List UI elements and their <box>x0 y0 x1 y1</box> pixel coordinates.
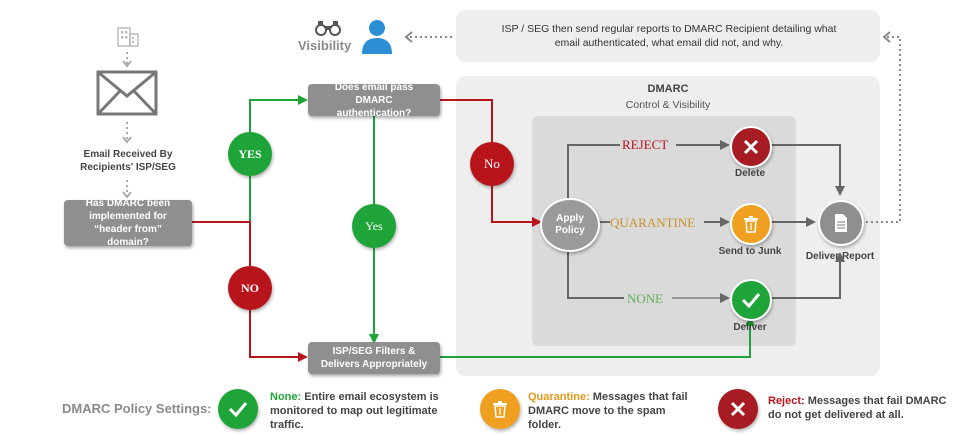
binoculars-icon <box>315 21 341 36</box>
trash-icon <box>744 216 758 233</box>
dmarc-title: DMARC <box>647 83 689 95</box>
check-icon <box>741 293 761 308</box>
yes-label: YES <box>238 146 262 161</box>
building-icon <box>117 27 139 47</box>
legend-reject: Reject: Messages that fail DMARC do not … <box>768 394 952 422</box>
envelope-icon <box>96 70 158 116</box>
reject-label: REJECT <box>622 137 669 152</box>
send-to-junk-label: Send to Junk <box>718 246 782 257</box>
deliver-report-node <box>818 200 864 246</box>
filters-box: ISP/SEG Filters & Delivers Appropriately <box>308 342 440 374</box>
no-label: NO <box>241 280 259 295</box>
person-icon <box>362 20 392 54</box>
deliver-report-label: Deliver Report <box>805 251 875 262</box>
pass-yes-label: Yes <box>365 218 383 233</box>
legend-reject-icon <box>718 389 758 429</box>
legend-quarantine-icon <box>480 389 520 429</box>
legend-reject-text: Messages that fail DMARC do not get deli… <box>768 395 947 421</box>
trash-icon <box>493 401 507 418</box>
document-icon <box>835 214 847 232</box>
yes-decision: YES <box>228 132 272 176</box>
filters-text: ISP/SEG Filters & Delivers Appropriately <box>320 346 428 370</box>
pass-authentication-question: Does email pass DMARC authentication? <box>308 82 440 119</box>
junk-node <box>730 203 772 245</box>
email-received-label: Email Received By Recipients' ISP/SEG <box>80 149 176 173</box>
deliver-label: Deliver <box>733 322 767 333</box>
report-note-panel <box>456 10 880 62</box>
quarantine-label: QUARANTINE <box>610 215 696 230</box>
delete-node <box>730 126 772 168</box>
legend-quarantine-text: Messages that fail DMARC move to the spa… <box>528 391 688 431</box>
dmarc-implemented-text: Has DMARC been implemented for “header f… <box>85 198 171 248</box>
pass-yes-decision: Yes <box>352 204 396 248</box>
apply-policy-text: Apply Policy <box>555 213 585 236</box>
legend-none-icon <box>218 389 258 429</box>
legend-quarantine-head: Quarantine: <box>528 391 590 403</box>
pass-no-decision: No <box>470 142 514 186</box>
visibility-label: Visibility <box>298 38 352 53</box>
report-note-text: ISP / SEG then send regular reports to D… <box>501 23 837 49</box>
deliver-node <box>730 279 772 321</box>
legend-none: None: Entire email ecosystem is monitore… <box>270 390 446 432</box>
dmarc-subtitle: Control & Visibility <box>625 99 711 111</box>
x-icon <box>730 401 746 417</box>
legend-quarantine: Quarantine: Messages that fail DMARC mov… <box>528 390 696 432</box>
pass-no-label: No <box>484 156 500 171</box>
legend-none-text: Entire email ecosystem is monitored to m… <box>270 391 439 431</box>
none-label: NONE <box>627 291 664 306</box>
dmarc-implemented-question: Has DMARC been implemented for “header f… <box>64 198 192 248</box>
legend-title: DMARC Policy Settings: <box>62 401 212 416</box>
x-icon <box>743 139 759 155</box>
check-icon <box>228 402 248 417</box>
legend-reject-head: Reject: <box>768 395 805 407</box>
no-decision: NO <box>228 266 272 310</box>
legend-none-head: None: <box>270 391 302 403</box>
delete-label: Delete <box>734 168 765 179</box>
pass-authentication-text: Does email pass DMARC authentication? <box>334 81 414 119</box>
apply-policy-node: Apply Policy <box>540 198 600 252</box>
